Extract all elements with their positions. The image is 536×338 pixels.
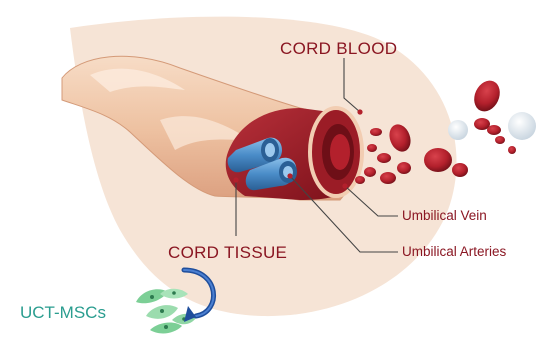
leader-dot	[233, 177, 238, 182]
uct-mscs-label: UCT-MSCs	[20, 304, 106, 321]
umbilical-vein-label: Umbilical Vein	[402, 209, 487, 223]
leader-dot	[287, 173, 292, 178]
umbilical-arteries-label: Umbilical Arteries	[402, 245, 506, 259]
leader-dot	[357, 109, 362, 114]
cord-blood-label: CORD BLOOD	[280, 40, 397, 57]
leader-dot	[342, 183, 347, 188]
cord-tissue-label: CORD TISSUE	[168, 244, 287, 261]
vein-lumen	[330, 134, 350, 170]
